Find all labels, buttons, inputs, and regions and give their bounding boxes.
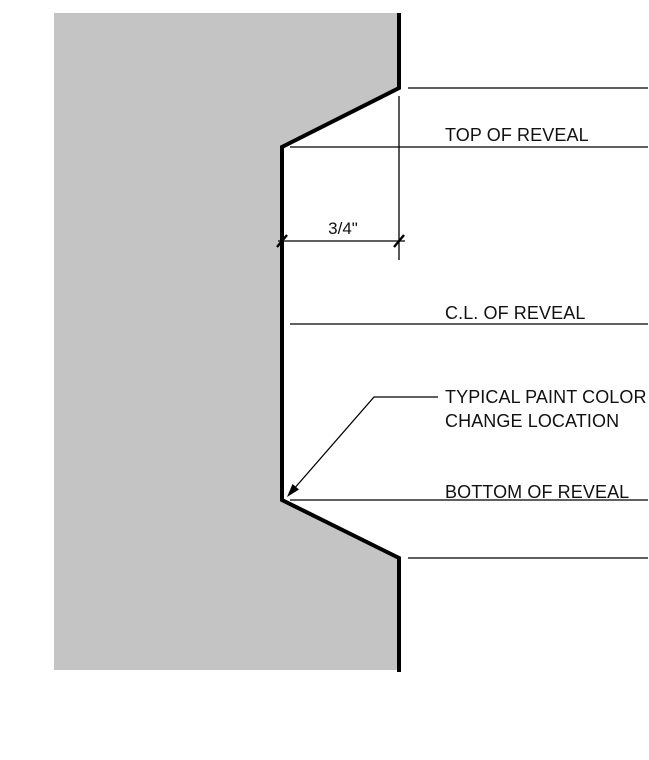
leader-arrowhead [287,484,299,497]
paint-change-label-line2: CHANGE LOCATION [445,411,619,431]
reveal-profile-line [280,13,401,672]
paint-change-label-line1: TYPICAL PAINT COLOR [445,387,647,407]
cl-of-reveal-label: C.L. OF REVEAL [445,303,585,323]
dimension-tick-right [393,234,405,248]
top-of-reveal-label: TOP OF REVEAL [445,125,589,145]
wall-section-fill [54,13,399,670]
dimension-tick-left [276,234,288,248]
bottom-of-reveal-label: BOTTOM OF REVEAL [445,482,629,502]
paint-change-leader [292,396,438,491]
dimension-label: 3/4" [328,219,358,238]
